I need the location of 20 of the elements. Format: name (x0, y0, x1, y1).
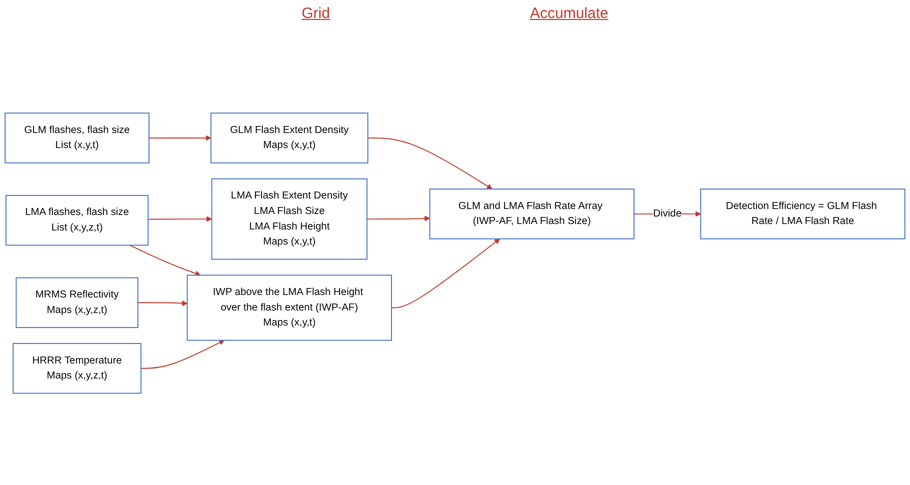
node-box: GLM and LMA Flash Rate Array (IWP-AF, LMA Flash Size) (429, 188, 634, 240)
node-box: GLM flashes, flash size List (x,y,t) (4, 112, 150, 164)
edge-label: Divide (653, 208, 682, 220)
arrow (148, 136, 212, 142)
arrow (140, 340, 225, 370)
node-box: LMA Flash Extent Density LMA Flash Size LMA Flash Height Maps (x,y,t) (211, 178, 368, 260)
arrow (391, 238, 500, 309)
node-box: Detection Efficiency = GLM Flash Rate / LMA Flash Rate (700, 188, 906, 240)
node-box: GLM Flash Extent Density Maps (x,y,t) (210, 112, 368, 164)
arrow (148, 216, 212, 222)
column-heading: Accumulate (530, 4, 608, 22)
arrow (367, 138, 492, 190)
column-heading: Grid (302, 4, 330, 22)
node-box: LMA flashes, flash size List (x,y,z,t) (5, 195, 149, 246)
arrow (366, 216, 430, 222)
arrow (137, 300, 188, 306)
node-box: IWP above the LMA Flash Height over the flash extent (IWP-AF) Maps (x,y,t) (186, 275, 392, 342)
node-box: HRRR Temperature Maps (x,y,z,t) (12, 343, 142, 394)
arrow (129, 245, 201, 276)
node-box: MRMS Reflectivity Maps (x,y,z,t) (16, 278, 138, 328)
